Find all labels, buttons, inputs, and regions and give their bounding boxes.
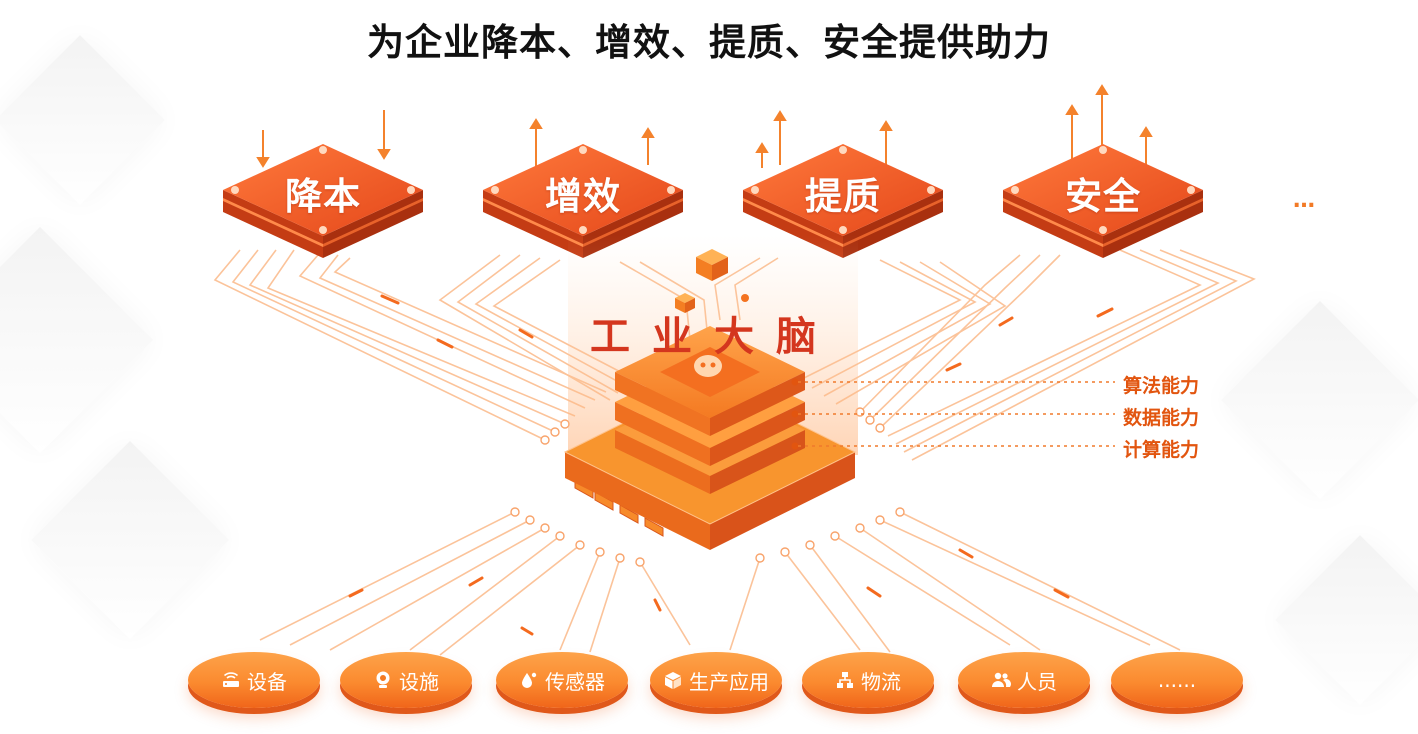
goal-label: 安全 <box>1065 175 1141 218</box>
source-pill-more: ...... <box>1111 652 1243 708</box>
source-label: 生产应用 <box>689 669 769 694</box>
lower-traces <box>259 511 1181 656</box>
upper-trace-dashes <box>380 294 1114 372</box>
chip <box>563 326 857 550</box>
goal-tile <box>1003 144 1203 258</box>
router-icon <box>223 672 239 687</box>
goal-arrows <box>256 84 1153 170</box>
capability-label: 数据能力 <box>1123 407 1200 429</box>
droplet-icon <box>522 672 537 688</box>
people-icon <box>992 672 1011 687</box>
source-label: 传感器 <box>545 669 605 694</box>
source-pill-personnel: 人员 <box>958 652 1090 708</box>
camera-icon <box>376 671 390 688</box>
goal-tiles <box>223 144 1203 258</box>
page-title: 为企业降本、增效、提质、安全提供助力 <box>367 21 1051 64</box>
lower-trace-dashes <box>348 548 1070 636</box>
network-icon <box>837 672 853 688</box>
goal-tile <box>223 144 423 258</box>
floating-cubes <box>675 249 749 313</box>
brain-label: 工业大脑 <box>590 314 838 360</box>
capability-label: 计算能力 <box>1123 439 1200 461</box>
source-label: 设备 <box>247 669 287 694</box>
goal-label: 降本 <box>285 175 361 218</box>
brain-icon <box>694 355 722 377</box>
goal-label: 增效 <box>545 175 621 218</box>
goals-more: … <box>1293 188 1316 213</box>
source-label: 人员 <box>1017 669 1057 694</box>
capability-label: 算法能力 <box>1123 375 1200 397</box>
source-pill-devices: 设备 <box>188 652 320 708</box>
source-pill-production: 生产应用 <box>650 652 782 708</box>
source-label: ...... <box>1157 668 1197 692</box>
source-pill-facilities: 设施 <box>340 652 472 708</box>
cube-icon <box>665 672 681 689</box>
goal-tile <box>483 144 683 258</box>
goal-tile <box>743 144 943 258</box>
source-label: 物流 <box>861 669 901 694</box>
source-pill-logistics: 物流 <box>802 652 934 708</box>
source-pill-sensors: 传感器 <box>496 652 628 708</box>
goal-label: 提质 <box>805 175 881 218</box>
lower-trace-dots <box>510 407 905 567</box>
source-label: 设施 <box>399 669 439 694</box>
